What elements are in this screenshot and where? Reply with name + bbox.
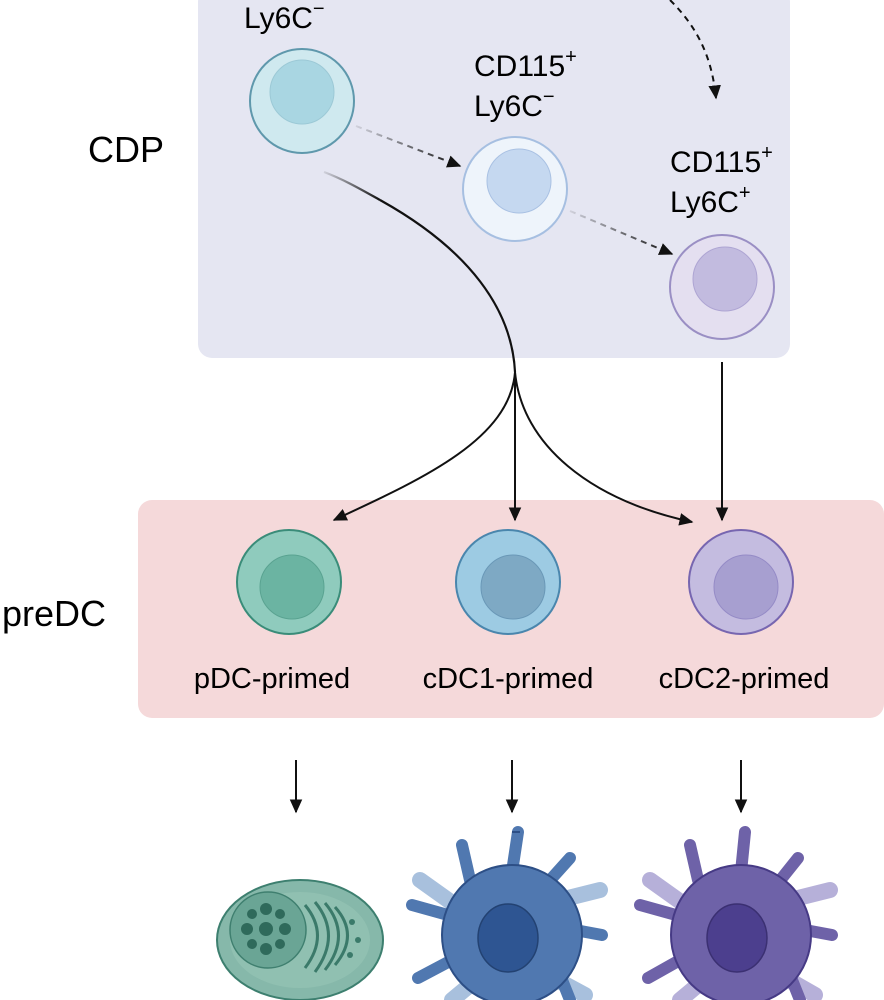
pdc-primed-label: pDC-primed bbox=[194, 663, 350, 695]
cdp-cell-3-marker-ly6c: Ly6C+ bbox=[670, 182, 751, 219]
predc-cell-cdc1-primed bbox=[455, 529, 561, 635]
cdp-cell-cd115pos-ly6cpos bbox=[669, 234, 775, 340]
cdp-cell-1-marker: Ly6C− bbox=[244, 0, 325, 35]
cdc2-cell-illustration bbox=[634, 826, 838, 1000]
predc-cell-pdc-primed bbox=[236, 529, 342, 635]
cdp-cell-2-marker-cd115: CD115+ bbox=[474, 46, 577, 83]
arrow-to-cdc2-primed-curve bbox=[514, 371, 694, 526]
cdp-cell-cd115pos-ly6cneg bbox=[462, 136, 568, 242]
dashed-arrow-top bbox=[669, 0, 721, 100]
cdp-cell-3-marker-cd115: CD115+ bbox=[670, 142, 773, 179]
dashed-arrow-cdp2-to-cdp3 bbox=[569, 210, 674, 255]
predc-cell-cdc2-primed bbox=[688, 529, 794, 635]
cdp-cell-ly6c-neg bbox=[249, 48, 355, 154]
cdp-label: CDP bbox=[88, 129, 164, 170]
arrow-cdp1-curve-fade bbox=[323, 170, 381, 201]
arrow-cdp1-curve bbox=[379, 199, 517, 373]
pdc-cell-illustration bbox=[216, 879, 384, 1000]
cdp-cell-2-marker-ly6c: Ly6C− bbox=[474, 86, 555, 123]
predc-label: preDC bbox=[2, 593, 106, 634]
cdc1-primed-label: cDC1-primed bbox=[423, 663, 594, 695]
cdc1-cell-illustration bbox=[406, 826, 608, 1000]
cdc2-primed-label: cDC2-primed bbox=[659, 663, 830, 695]
dashed-arrow-cdp1-to-cdp2 bbox=[355, 125, 462, 168]
arrow-to-pdc-primed bbox=[332, 371, 516, 521]
